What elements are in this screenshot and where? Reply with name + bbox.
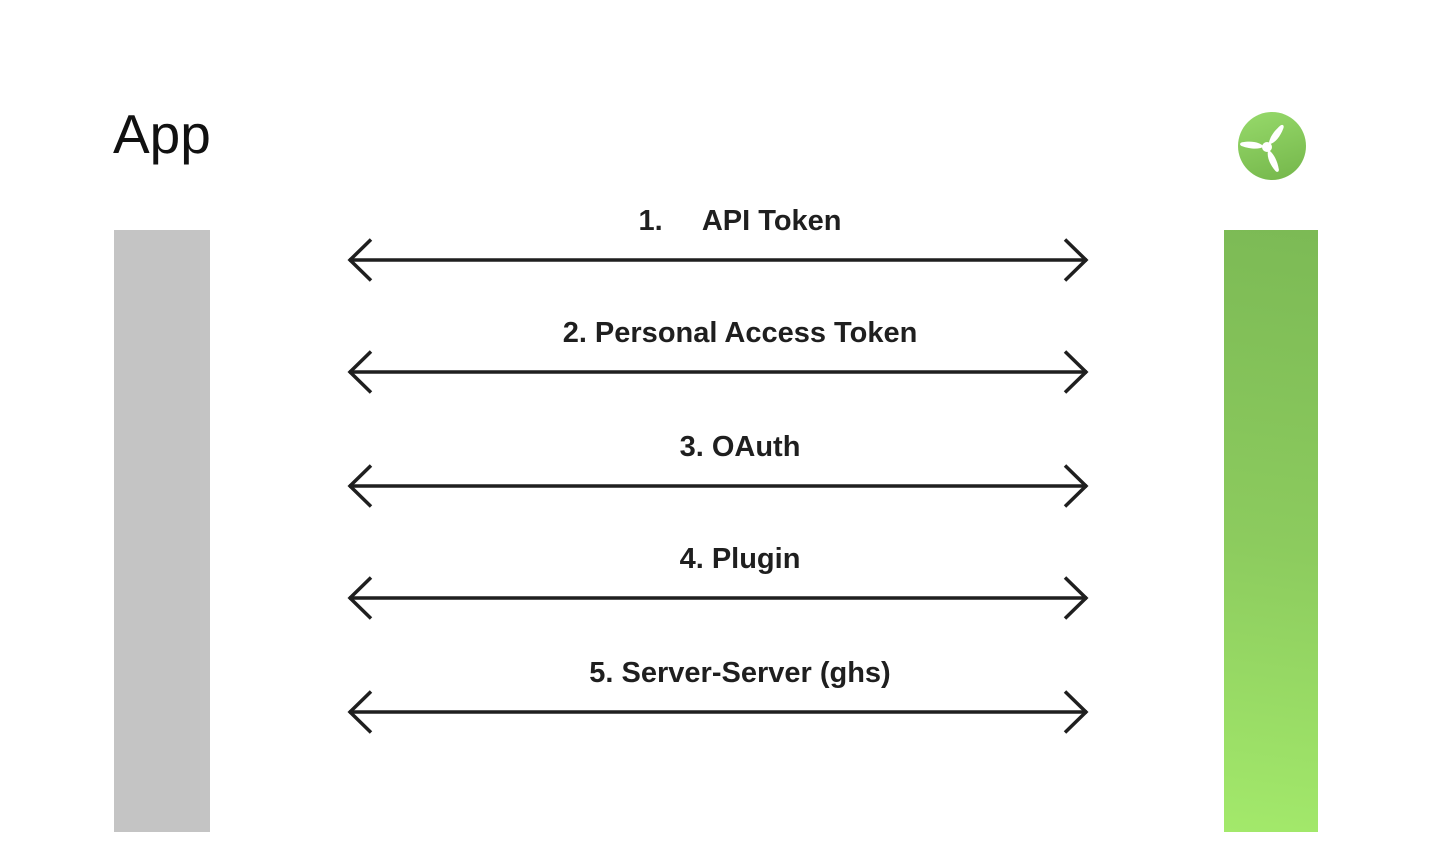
double-arrow-icon bbox=[347, 690, 1089, 734]
propeller-logo-icon bbox=[1238, 112, 1306, 180]
server-column-bar bbox=[1224, 230, 1318, 832]
page-title: App bbox=[113, 103, 211, 165]
connection-label: 4. Plugin bbox=[679, 543, 801, 575]
app-column-bar bbox=[114, 230, 210, 832]
connection-row: 5. Server-Server (ghs) bbox=[344, 658, 1092, 736]
connection-row: 4. Plugin bbox=[344, 544, 1092, 622]
double-arrow-icon bbox=[347, 238, 1089, 282]
double-arrow-icon bbox=[347, 576, 1089, 620]
connection-label: 3. OAuth bbox=[679, 431, 801, 463]
connection-row: 2. Personal Access Token bbox=[344, 318, 1092, 396]
connection-label: 1. API Token bbox=[638, 205, 842, 237]
connection-row: 1. API Token bbox=[344, 206, 1092, 284]
connection-label: 5. Server-Server (ghs) bbox=[589, 657, 891, 689]
double-arrow-icon bbox=[347, 350, 1089, 394]
connection-label: 2. Personal Access Token bbox=[562, 317, 918, 349]
connection-row: 3. OAuth bbox=[344, 432, 1092, 510]
double-arrow-icon bbox=[347, 464, 1089, 508]
